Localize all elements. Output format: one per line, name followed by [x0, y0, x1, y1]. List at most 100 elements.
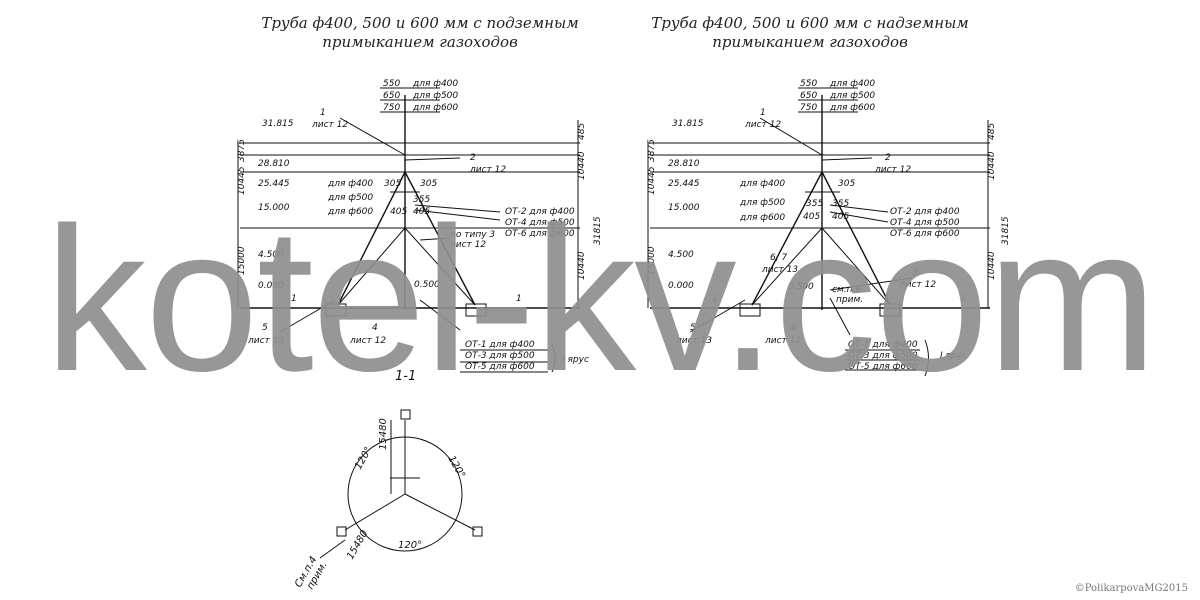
foundation-block [879, 303, 901, 317]
sheet-ref-2: 2 [885, 153, 891, 163]
label-tier: I ярус [562, 355, 589, 365]
level-15000: 15.000 [668, 203, 700, 213]
label-typ3: по типу 3 [450, 230, 495, 240]
dim-31815: 31815 [593, 216, 603, 245]
angle-label-left: 120° [353, 445, 375, 471]
label-ot5: ОТ-5 для ф600 [465, 362, 535, 372]
leader-line [339, 117, 406, 156]
dim-405: 405 [803, 212, 820, 222]
leader-line [829, 297, 851, 336]
leader-line [689, 299, 746, 333]
height-650: 650 [800, 91, 817, 101]
right-title-line2: примыканием газоходов [712, 33, 908, 51]
sheet-ref-3b: лист 12 [899, 280, 936, 290]
dim-305b: 305 [420, 179, 437, 189]
dim-355b: 355 [832, 199, 849, 209]
brace-bracket [551, 344, 556, 373]
height-750-label: для ф600 [829, 103, 875, 113]
label-ot1: ОТ-1 для ф400 [848, 340, 918, 350]
mark-1: 1 [291, 294, 297, 304]
dim-10440: 10440 [577, 151, 587, 180]
level-31815: 31.815 [672, 119, 704, 129]
height-750-label: для ф600 [412, 103, 458, 113]
height-550: 550 [800, 79, 817, 89]
sheet-ref-1: 1 [320, 108, 326, 118]
label-ot6: ОТ-6 для ф600 [890, 229, 960, 239]
plan-leader [319, 539, 346, 559]
sheet-ref-5b: лист 13 [675, 336, 712, 346]
section-label: 1-1 [395, 369, 416, 384]
label-for600: для ф600 [327, 207, 373, 217]
dim-0500: 0.500 [414, 280, 440, 290]
label-ot5: ОТ-5 для ф600 [848, 362, 918, 372]
angle-label-right: 120° [445, 454, 467, 480]
sheet-ref-4b: лист 12 [764, 336, 801, 346]
dim-305: 305 [838, 179, 855, 189]
label-ot1: ОТ-1 для ф400 [465, 340, 535, 350]
dim-355: 355 [806, 199, 823, 209]
sheet-ref-1b: лист 12 [311, 120, 348, 130]
dim-0500: 0.500 [788, 282, 814, 292]
dim-485: 485 [987, 123, 997, 140]
left-title-line2: примыканием газоходов [322, 33, 518, 51]
sheet-ref-5b: лист 13 [247, 336, 284, 346]
label-ot3: ОТ-3 для ф500 [465, 351, 535, 361]
plan-foundation [400, 409, 411, 420]
label-for500: для ф500 [739, 198, 785, 208]
dim-485: 485 [577, 123, 587, 140]
level-0000: 0.000 [258, 281, 284, 291]
label-typ3b: лист 12 [449, 240, 486, 250]
mark-1b: 1 [960, 294, 966, 304]
plan-radial [344, 493, 406, 531]
foundation-block [325, 303, 347, 317]
label-for400: для ф400 [327, 179, 373, 189]
foundation-block [739, 303, 761, 317]
dim-405b: 405 [413, 207, 430, 217]
tower-brace [337, 227, 406, 306]
level-25445: 25.445 [668, 179, 700, 189]
foundation-block [465, 303, 487, 317]
sheet-ref-2b: лист 12 [469, 165, 506, 175]
note-see-b: прим. [836, 295, 863, 305]
plan-foundation [336, 526, 347, 537]
label-for600: для ф600 [739, 213, 785, 223]
sheet-ref-5: 5 [262, 323, 268, 333]
dim-10445: 10445 [237, 166, 247, 195]
sheet-ref-4: 4 [790, 323, 796, 333]
leader-line [419, 237, 451, 241]
tower-leg [751, 171, 823, 306]
dim-3875: 3875 [647, 139, 657, 162]
mark-1: 1 [712, 294, 718, 304]
right-elevation [647, 87, 990, 377]
angle-label-bottom: 120° [398, 540, 422, 551]
copyright-text: ©PolikarpovaMG2015 [1074, 583, 1188, 594]
level-28810: 28.810 [258, 159, 290, 169]
level-31815: 31.815 [262, 119, 294, 129]
level-4500: 4.500 [668, 250, 694, 260]
plan-dim-bottom: 15480 [345, 528, 370, 561]
level-28810: 28.810 [668, 159, 700, 169]
tower-brace [751, 227, 823, 306]
dim-405b: 405 [832, 212, 849, 222]
leader-line [829, 211, 889, 223]
level-4500: 4.500 [258, 250, 284, 260]
dim-305: 305 [384, 179, 401, 189]
tower-brace [404, 227, 476, 306]
plan-view [319, 409, 483, 559]
sheet-ref-67b: лист 13 [761, 265, 798, 275]
level-25445: 25.445 [258, 179, 290, 189]
height-750: 750 [383, 103, 400, 113]
tower-leg [337, 171, 406, 306]
left-elevation [237, 87, 580, 373]
height-650: 650 [383, 91, 400, 101]
dim-10440b: 10440 [577, 251, 587, 280]
height-550: 550 [383, 79, 400, 89]
sheet-ref-3: 3 [912, 268, 918, 278]
tower-brace [821, 227, 891, 306]
sheet-ref-4b: лист 12 [349, 336, 386, 346]
leader-line [419, 299, 461, 331]
height-550-label: для ф400 [829, 79, 875, 89]
label-ot2: ОТ-2 для ф400 [890, 207, 960, 217]
dim-10440: 10440 [987, 151, 997, 180]
